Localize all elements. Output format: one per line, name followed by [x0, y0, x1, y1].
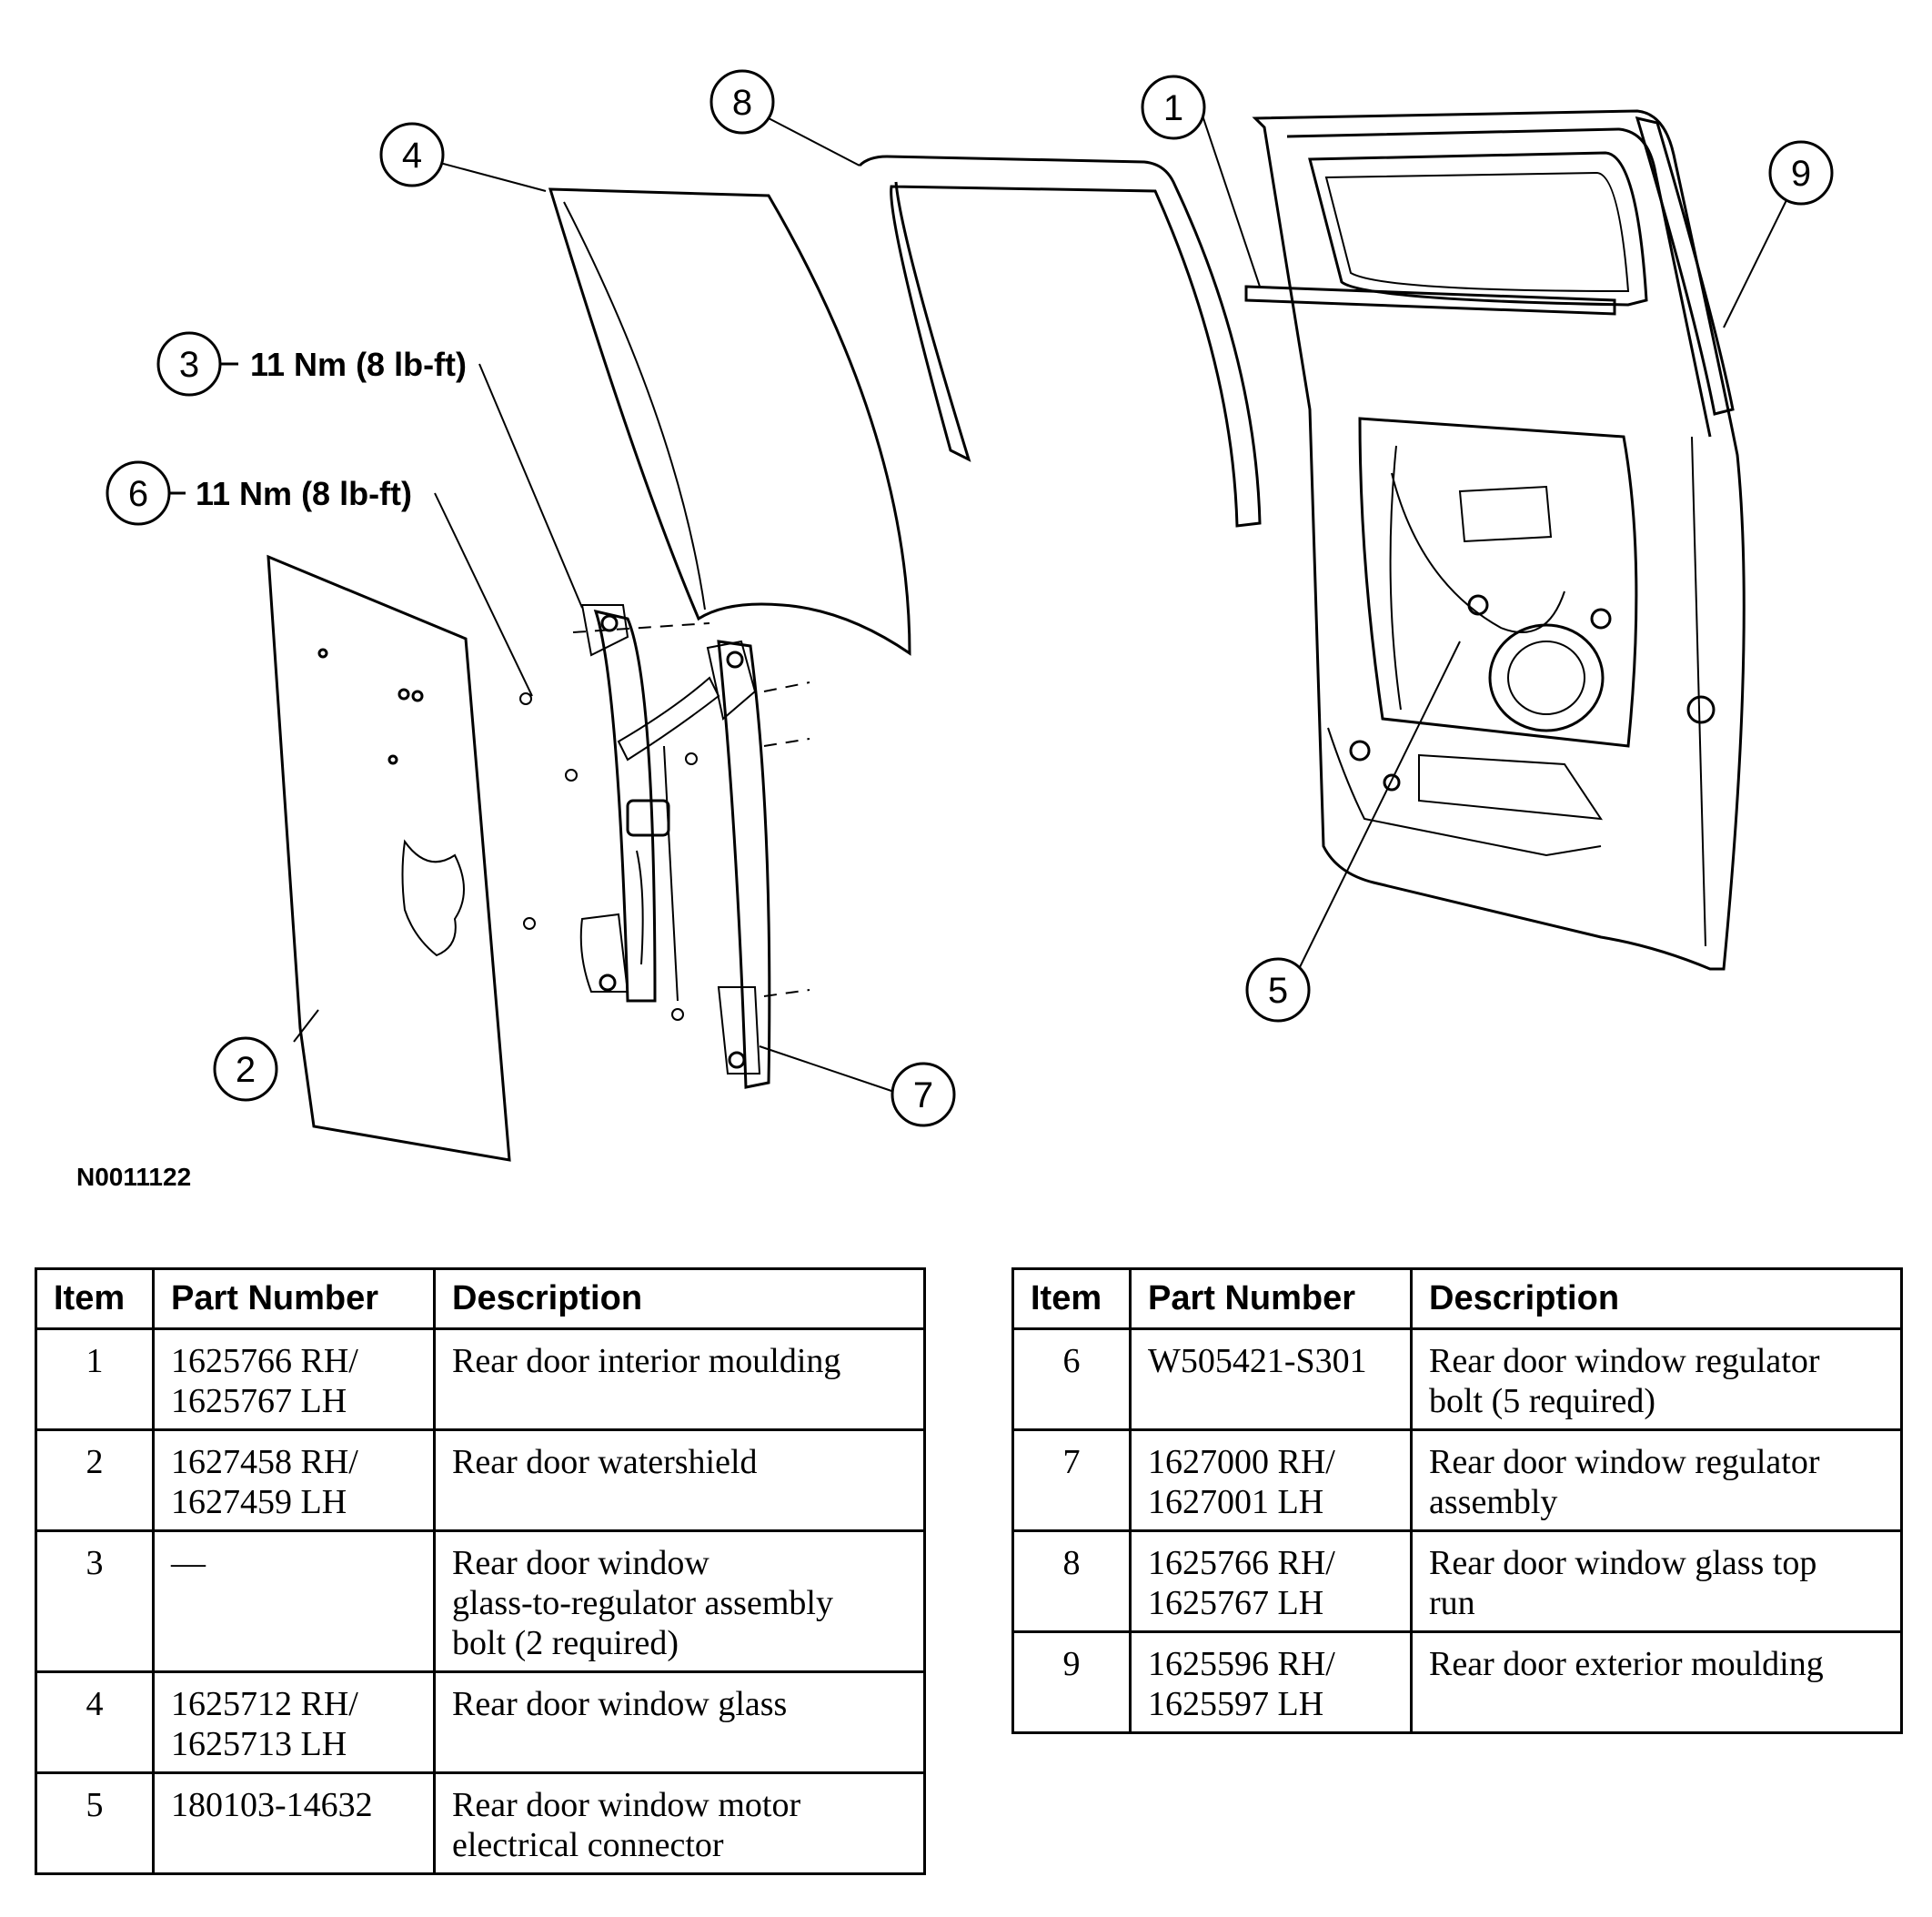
callout-9: 9: [1768, 140, 1834, 206]
header-part-number: Part Number: [1129, 1267, 1413, 1330]
cell-part-number: 1625712 RH/1625713 LH: [152, 1670, 436, 1774]
cell-item: 1: [35, 1327, 155, 1431]
cell-description: Rear door exterior moulding: [1410, 1630, 1903, 1734]
callout-1: 1: [1141, 75, 1206, 140]
cell-part-number: 180103-14632: [152, 1771, 436, 1875]
callout-2: 2: [213, 1036, 278, 1102]
exploded-door-diagram: 1 2 3 11 Nm (8 lb-ft) 4 5 6 11 Nm (8 lb-…: [106, 69, 1834, 1162]
callout-1-label: 1: [1163, 88, 1183, 128]
cell-part-number: W505421-S301: [1129, 1327, 1413, 1431]
callout-9-label: 9: [1791, 154, 1811, 194]
callout-3-label: 3: [179, 345, 199, 385]
callout-5: 5: [1245, 957, 1311, 1023]
callout-6-label: 6: [128, 474, 148, 514]
callout-3-torque: 11 Nm (8 lb-ft): [250, 346, 467, 383]
cell-part-number: 1627458 RH/1627459 LH: [152, 1428, 436, 1532]
callout-2-label: 2: [236, 1050, 256, 1090]
header-description: Description: [433, 1267, 926, 1330]
cell-description: Rear door interior moulding: [433, 1327, 926, 1431]
cell-item: 5: [35, 1771, 155, 1875]
cell-item: 3: [35, 1529, 155, 1673]
cell-part-number: 1625766 RH/1625767 LH: [1129, 1529, 1413, 1633]
figure-id: N0011122: [76, 1163, 192, 1191]
table-header-row: Item Part Number Description: [1011, 1267, 1903, 1330]
leader-lines: [293, 115, 1788, 1093]
cell-part-number: 1625596 RH/1625597 LH: [1129, 1630, 1413, 1734]
cell-description: Rear door window glass: [433, 1670, 926, 1774]
header-item: Item: [35, 1267, 155, 1330]
table-header-row: Item Part Number Description: [35, 1267, 926, 1330]
cell-item: 9: [1011, 1630, 1132, 1734]
callout-3: 3 11 Nm (8 lb-ft): [156, 331, 467, 397]
cell-item: 4: [35, 1670, 155, 1774]
callout-6-torque: 11 Nm (8 lb-ft): [196, 475, 412, 512]
window-glass-part: [548, 187, 911, 656]
cell-part-number: 1625766 RH/1625767 LH: [152, 1327, 436, 1431]
cell-part-number: —: [152, 1529, 436, 1673]
regulator-assembly-part: [579, 604, 771, 1089]
callout-8: 8: [709, 69, 775, 135]
callout-4-label: 4: [402, 136, 422, 176]
cell-item: 2: [35, 1428, 155, 1532]
cell-item: 8: [1011, 1529, 1132, 1633]
callout-4: 4: [379, 122, 445, 187]
header-part-number: Part Number: [152, 1267, 436, 1330]
header-description: Description: [1410, 1267, 1903, 1330]
cell-item: 6: [1011, 1327, 1132, 1431]
cell-item: 7: [1011, 1428, 1132, 1532]
callout-7-label: 7: [913, 1075, 933, 1115]
cell-description: Rear door watershield: [433, 1428, 926, 1532]
exterior-moulding-part: [1635, 116, 1735, 416]
interior-moulding-part: [1244, 285, 1616, 316]
callout-8-label: 8: [732, 83, 752, 123]
callout-7: 7: [891, 1062, 956, 1127]
regulator-bolts: [519, 622, 810, 1021]
cell-part-number: 1627000 RH/1627001 LH: [1129, 1428, 1413, 1532]
callout-5-label: 5: [1268, 971, 1288, 1011]
callout-6: 6 11 Nm (8 lb-ft): [106, 460, 412, 526]
glass-top-run-part: [858, 155, 1262, 528]
watershield-part: [267, 554, 511, 1162]
header-item: Item: [1011, 1267, 1132, 1330]
